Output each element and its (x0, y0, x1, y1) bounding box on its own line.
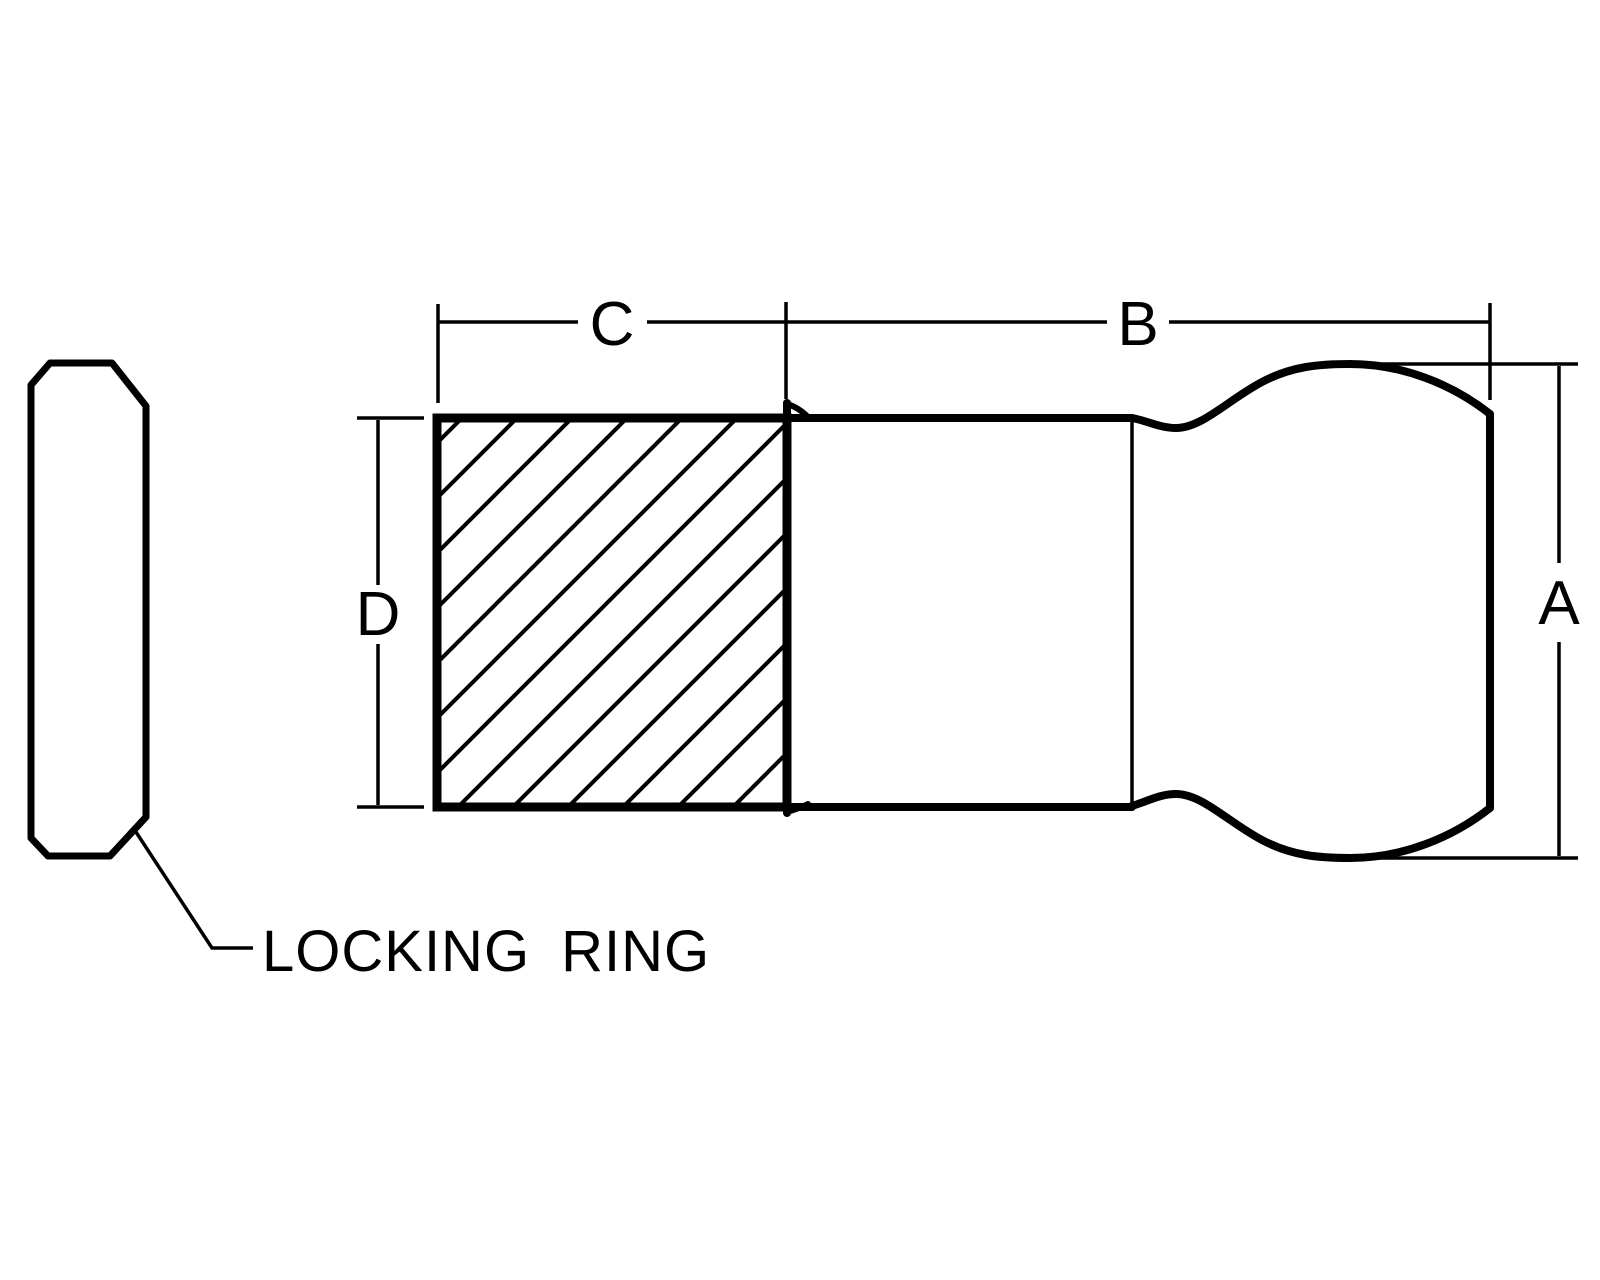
locking-ring-outline (27, 359, 150, 860)
dim-d-label: D (356, 580, 401, 649)
main-part-group (432, 360, 1494, 862)
ball-profile (1128, 360, 1494, 862)
dim-b-label: B (1117, 290, 1158, 359)
dimension-c-group: C (436, 290, 788, 403)
dimension-d-group: D (356, 416, 424, 809)
dimension-a-group: A (1348, 362, 1580, 860)
leader-line (132, 828, 253, 950)
locking-ring-label: LOCKING RING (262, 919, 710, 984)
flange-hatch-fill (441, 422, 783, 803)
locking-ring-group: LOCKING RING (27, 359, 710, 984)
dim-a-label: A (1538, 569, 1580, 638)
dimension-b-group: B (786, 290, 1492, 400)
dim-c-label: C (590, 290, 635, 359)
